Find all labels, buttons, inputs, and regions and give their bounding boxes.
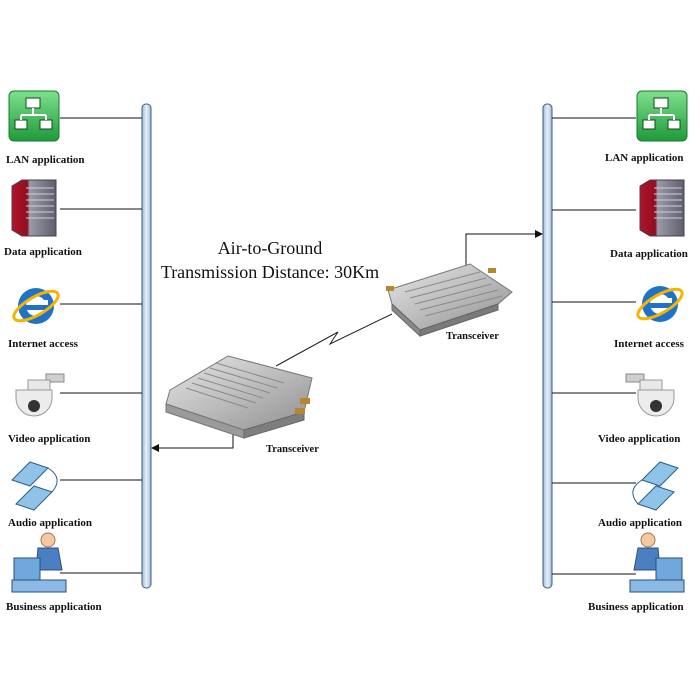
dome-camera-icon [625, 373, 675, 417]
right-lan-label: LAN application [605, 152, 684, 164]
server-icon [639, 179, 685, 237]
left-transceiver-label: Transceiver [266, 444, 319, 455]
left-lan-label: LAN application [6, 154, 85, 166]
right-business-label: Business application [588, 601, 684, 613]
right-bus [542, 103, 553, 589]
wireless-link [275, 313, 393, 367]
left-business-label: Business application [6, 601, 102, 613]
server-icon [11, 179, 57, 237]
left-audio-label: Audio application [8, 517, 93, 529]
right-data-label: Data application [610, 248, 688, 260]
left-bus [141, 103, 152, 589]
business-user-icon [629, 532, 685, 593]
dome-camera-icon [15, 373, 65, 417]
business-user-icon [11, 532, 67, 593]
right-transceiver-device [386, 263, 513, 338]
telephone-icon [11, 461, 58, 511]
right-video-label: Video application [598, 433, 681, 445]
right-transceiver-link [465, 230, 543, 270]
left-data-label: Data application [4, 246, 82, 258]
right-audio-label: Audio application [598, 517, 683, 529]
lan-icon [636, 90, 688, 142]
left-video-label: Video application [8, 433, 91, 445]
right-transceiver-label: Transceiver [446, 331, 499, 342]
internet-explorer-icon [636, 286, 684, 322]
lan-icon [8, 90, 60, 142]
diagram-title-line2: Transmission Distance: 30Km [160, 262, 380, 282]
telephone-icon [632, 461, 679, 511]
right-internet-label: Internet access [614, 338, 684, 350]
left-internet-label: Internet access [8, 338, 78, 350]
diagram-title-line1: Air-to-Ground [217, 238, 323, 258]
internet-explorer-icon [12, 288, 60, 324]
left-transceiver-device [165, 355, 313, 439]
